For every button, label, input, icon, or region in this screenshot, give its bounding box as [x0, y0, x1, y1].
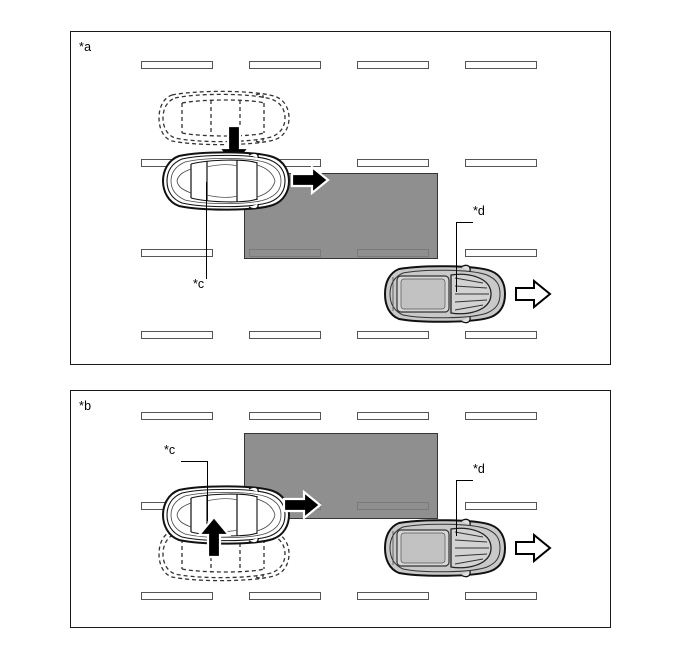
callout-label-c: *c — [193, 277, 205, 291]
lane-marking — [249, 61, 321, 69]
callout-leader-d — [456, 480, 458, 536]
ego-travel-arrow-right — [282, 489, 322, 521]
panel-a-label: *a — [79, 40, 92, 54]
ego-travel-arrow-right — [290, 164, 330, 196]
lane-marking — [249, 592, 321, 600]
callout-leader-d-elbow — [456, 222, 473, 224]
lane-marking — [465, 249, 537, 257]
lane-marking — [141, 592, 213, 600]
lane-marking — [357, 331, 429, 339]
lane-marking — [141, 412, 213, 420]
lane-marking — [465, 61, 537, 69]
other-vehicle — [383, 264, 507, 324]
callout-leader-c — [207, 461, 209, 521]
lane-marking — [465, 412, 537, 420]
ego-vehicle — [161, 151, 291, 211]
callout-label-c: *c — [164, 443, 176, 457]
callout-leader-c-elbow — [181, 461, 208, 463]
ghost-vehicle-previous-position — [158, 90, 290, 146]
panel-b-label: *b — [79, 399, 92, 413]
lane-marking — [465, 159, 537, 167]
callout-leader-d — [456, 222, 458, 292]
lane-marking — [249, 331, 321, 339]
lane-marking — [141, 331, 213, 339]
lane-marking — [465, 331, 537, 339]
other-vehicle-travel-arrow — [515, 532, 552, 564]
other-vehicle-travel-arrow — [515, 278, 552, 310]
panel-b: *b — [70, 390, 611, 628]
lane-marking — [357, 592, 429, 600]
other-vehicle — [383, 518, 507, 578]
panel-a: *a — [70, 31, 611, 365]
callout-leader-d-elbow — [456, 480, 473, 482]
lane-marking — [357, 412, 429, 420]
lane-marking — [465, 502, 537, 510]
lane-marking — [357, 159, 429, 167]
lane-change-arrow-up — [196, 515, 232, 559]
lane-marking — [465, 592, 537, 600]
lane-marking — [141, 249, 213, 257]
callout-label-d: *d — [473, 462, 485, 476]
callout-label-d: *d — [473, 204, 485, 218]
lane-marking — [249, 412, 321, 420]
lane-marking — [357, 61, 429, 69]
callout-leader-c — [206, 182, 208, 279]
lane-marking — [141, 61, 213, 69]
